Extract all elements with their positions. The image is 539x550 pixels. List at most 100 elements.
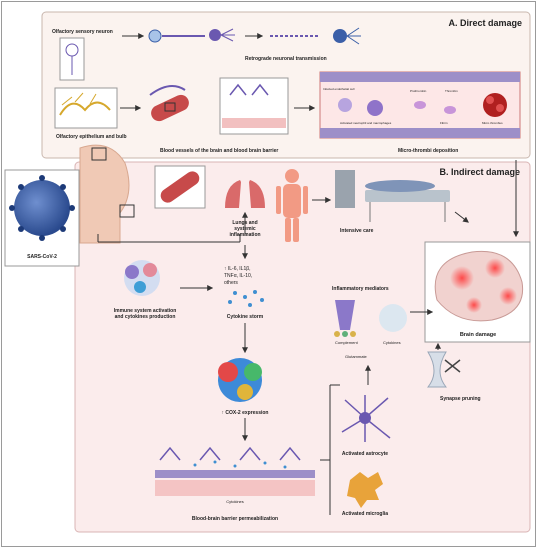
cytokine-dots <box>228 290 264 307</box>
microthrombus-cell-a <box>486 96 494 104</box>
virus-spike <box>69 205 75 211</box>
human-body-arm-right <box>303 186 308 214</box>
cox2-domain-red <box>218 362 238 382</box>
immune-cell-pink <box>143 263 157 277</box>
microthrombus-shape <box>483 93 507 117</box>
lesion-1 <box>450 266 474 290</box>
complement-bead-2 <box>342 331 348 337</box>
nasal-zoom-box <box>91 147 107 161</box>
cytokines2-label: Cytokines <box>383 340 401 345</box>
epithelium-label: Olfactory epithelium and bulb <box>56 134 127 140</box>
virus-spike <box>18 184 24 190</box>
cytokine-list-line2: TNFα, IL-10, <box>224 273 252 279</box>
microglia-label: Activated microglia <box>342 511 388 517</box>
astrocyte-body <box>359 412 371 424</box>
human-body-icon <box>276 169 308 242</box>
lungs-label-line1: Lungs and <box>232 220 257 226</box>
indirect-damage-title: B. Indirect damage <box>439 167 520 177</box>
complement-icon <box>335 300 355 330</box>
infected-cell-label: Infected endothelial cell <box>323 87 355 91</box>
immune-cell-purple <box>125 265 139 279</box>
synapse-icon <box>426 351 448 388</box>
prothrombin-shape <box>414 101 426 109</box>
vessel-inset-shape <box>160 171 200 203</box>
zoom-box <box>164 102 176 112</box>
endothelium-top <box>320 72 520 82</box>
neuron-dendrites <box>220 28 235 42</box>
icu-label: Intensive care <box>340 228 374 234</box>
scissors-icon <box>444 359 461 373</box>
arrow-icu-to-brain <box>454 211 469 223</box>
complement-label: Complement <box>335 340 359 345</box>
immune-cell-blue <box>134 281 146 293</box>
human-body-leg-right <box>293 218 299 242</box>
virus-label: SARS-CoV-2 <box>27 254 57 260</box>
cytokine-dot <box>228 300 232 304</box>
olfactory-neuron-label: Olfactory sensory neuron <box>52 29 113 35</box>
human-body-torso <box>283 184 301 218</box>
olfactory-fibers-shape <box>61 92 97 106</box>
lungs-label-line3: inflammation <box>229 232 260 238</box>
virus-spike <box>60 226 66 232</box>
infected-cell-shape <box>338 98 352 112</box>
virus-spike <box>39 175 45 181</box>
bbb-cytokine-dot <box>263 461 267 465</box>
indirect-damage-panel <box>74 161 531 533</box>
cytokine-dot <box>248 303 252 307</box>
cytokine-dot <box>243 295 247 299</box>
brain-damage-label: Brain damage <box>460 332 496 338</box>
human-body-head <box>285 169 299 183</box>
lesion-2 <box>485 258 505 278</box>
cytokines-cloud <box>379 304 407 332</box>
ventilator-icon <box>335 170 355 208</box>
vessels-label: Blood vessels of the brain and blood bra… <box>160 148 278 154</box>
direct-damage-title: A. Direct damage <box>448 18 522 28</box>
target-neuron-dendrites <box>346 27 361 45</box>
fibrin-label: Fibrin <box>440 121 448 125</box>
hospital-bed-icon <box>365 190 450 202</box>
cox2-domain-green <box>244 363 262 381</box>
virus-spike <box>18 226 24 232</box>
bbb-cytokine-dot <box>283 465 287 469</box>
cytokine-dot <box>260 298 264 302</box>
lungs-label-line2: systemic <box>234 226 256 232</box>
virus-spike <box>39 235 45 241</box>
microthrombi-label: Micro-thrombi deposition <box>398 148 458 154</box>
bbb-cytokine-dot <box>233 464 237 468</box>
bbb-blood <box>155 480 315 496</box>
prothrombin-label: Prothrombin <box>410 89 427 93</box>
bbb-cytokine-dot <box>193 463 197 467</box>
cytokine-list-line3: others <box>224 280 238 286</box>
blood-vessel-icon <box>151 94 189 122</box>
microthrombus-cell-b <box>496 104 504 112</box>
bbb-cytokines-dots <box>193 460 287 469</box>
mediators-label: Inflammatory mediators <box>332 286 389 292</box>
cytokine-dot <box>233 291 237 295</box>
thrombin-shape <box>444 106 456 114</box>
lungs-icon <box>225 180 265 208</box>
human-body-arm-left <box>276 186 281 214</box>
bbb-cytokines-label: Cytokines <box>226 499 244 504</box>
virus-small-icon <box>148 29 162 43</box>
glutammate-label: Glutammate <box>345 354 368 359</box>
cytokine-storm-label: Cytokine storm <box>227 314 264 320</box>
throat-zoom-box <box>119 204 135 218</box>
neutrophil-label: Activated neutrophil and macrophages <box>340 121 392 125</box>
lesion-3 <box>499 287 517 305</box>
thrombin-label: Thrombin <box>445 89 458 93</box>
endothelium-bottom <box>320 128 520 138</box>
lesion-4 <box>466 297 482 313</box>
cox2-domain-yellow <box>237 384 253 400</box>
bbb-endothelium <box>155 470 315 478</box>
microthrombus-label: Micro thrombus <box>482 121 503 125</box>
microglia-icon <box>347 472 383 508</box>
synapse-label: Synapse pruning <box>440 396 481 402</box>
complement-bead-1 <box>334 331 340 337</box>
complement-bead-3 <box>350 331 356 337</box>
target-neuron-soma <box>333 29 347 43</box>
patient-icon <box>365 180 435 192</box>
bbb-neurons-shape <box>229 83 269 96</box>
neuron-cell-body <box>209 29 221 41</box>
